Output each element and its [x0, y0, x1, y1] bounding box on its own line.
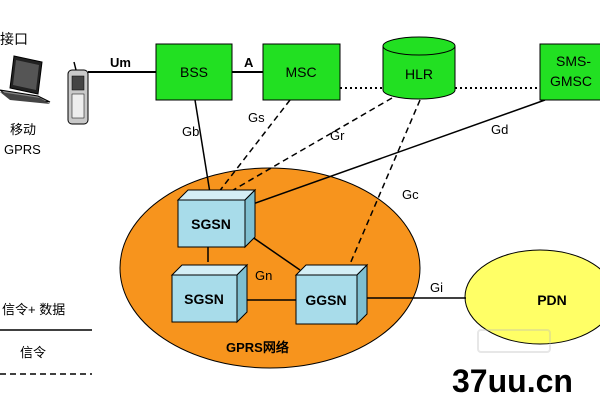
interface-um-label: Um [110, 55, 131, 70]
hlr-cylinder [382, 36, 456, 100]
interface-gs-label: Gs [248, 110, 265, 125]
interface-gn-label: Gn [255, 268, 272, 283]
legend-solid-label: 信令+ 数据 [2, 302, 65, 317]
sms-gmsc-label-line2: GMSC [550, 73, 592, 89]
mobile-phone-icon [67, 61, 89, 125]
link-gb [194, 99, 211, 194]
bss-box [155, 43, 233, 101]
sms-gmsc-label-line1: SMS- [556, 53, 591, 69]
interface-heading: 接口 [0, 31, 28, 47]
msc-box [262, 43, 341, 101]
ggsn-label: GGSN [305, 292, 346, 308]
sms-gmsc-box [539, 43, 600, 101]
pdn-label: PDN [537, 292, 567, 308]
sgsn-top-label: SGSN [191, 216, 231, 232]
pdn-area [464, 249, 600, 345]
link-gr [227, 97, 393, 194]
sgsn-top-box [176, 188, 257, 249]
interface-gr-label: Gr [330, 128, 345, 143]
sgsn-bottom-label: SGSN [184, 291, 224, 307]
watermark-text: 37uu.cn [452, 363, 573, 399]
gprs-network-label: GPRS网络 [226, 340, 289, 355]
ggsn-box [294, 263, 369, 326]
legend-dashed-label: 信令 [20, 345, 46, 360]
interface-gc-label: Gc [402, 187, 419, 202]
watermark-logo [477, 329, 551, 353]
msc-label: MSC [285, 64, 316, 80]
sgsn-bottom-box [170, 263, 249, 324]
hlr-label: HLR [405, 66, 433, 82]
mobile-caption-line1: 移动 [10, 122, 36, 137]
interface-gb-label: Gb [182, 124, 199, 139]
mobile-caption-line2: GPRS [4, 142, 41, 157]
laptop-icon [0, 55, 51, 104]
bss-label: BSS [180, 64, 208, 80]
interface-gi-label: Gi [430, 280, 443, 295]
link-gd [249, 99, 546, 206]
interface-a-label: A [244, 55, 254, 70]
interface-gd-label: Gd [491, 122, 508, 137]
